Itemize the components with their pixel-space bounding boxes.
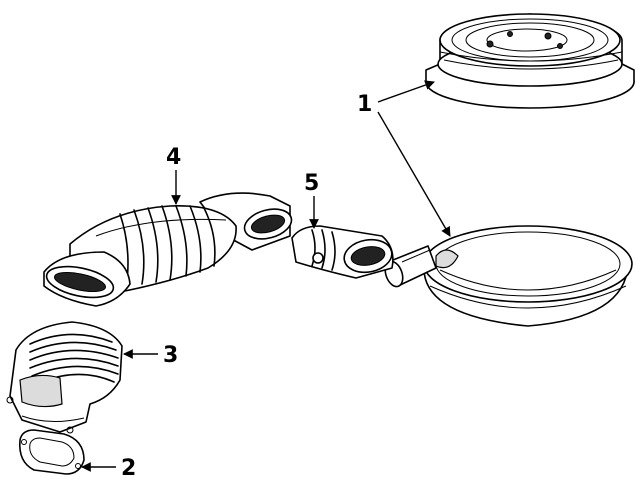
- callout-3: 3: [163, 343, 178, 368]
- elbow-duct: [6, 321, 123, 434]
- gasket: [18, 429, 85, 475]
- air-cleaner-cover: [425, 13, 635, 109]
- callout-4: 4: [166, 145, 181, 170]
- callout-1-group: 1: [357, 80, 451, 237]
- air-cleaner-housing: [384, 225, 633, 327]
- callout-5: 5: [304, 171, 319, 196]
- leader-1-cover: [377, 80, 435, 103]
- callout-4-group: 4: [166, 145, 181, 205]
- callout-5-group: 5: [304, 171, 319, 229]
- air-duct-long: [43, 192, 293, 307]
- leader-1-housing: [377, 111, 451, 237]
- callout-3-group: 3: [123, 343, 178, 368]
- callout-1: 1: [357, 92, 372, 117]
- callout-2: 2: [121, 456, 136, 481]
- callout-2-group: 2: [81, 456, 136, 481]
- adapter-duct: [291, 225, 394, 279]
